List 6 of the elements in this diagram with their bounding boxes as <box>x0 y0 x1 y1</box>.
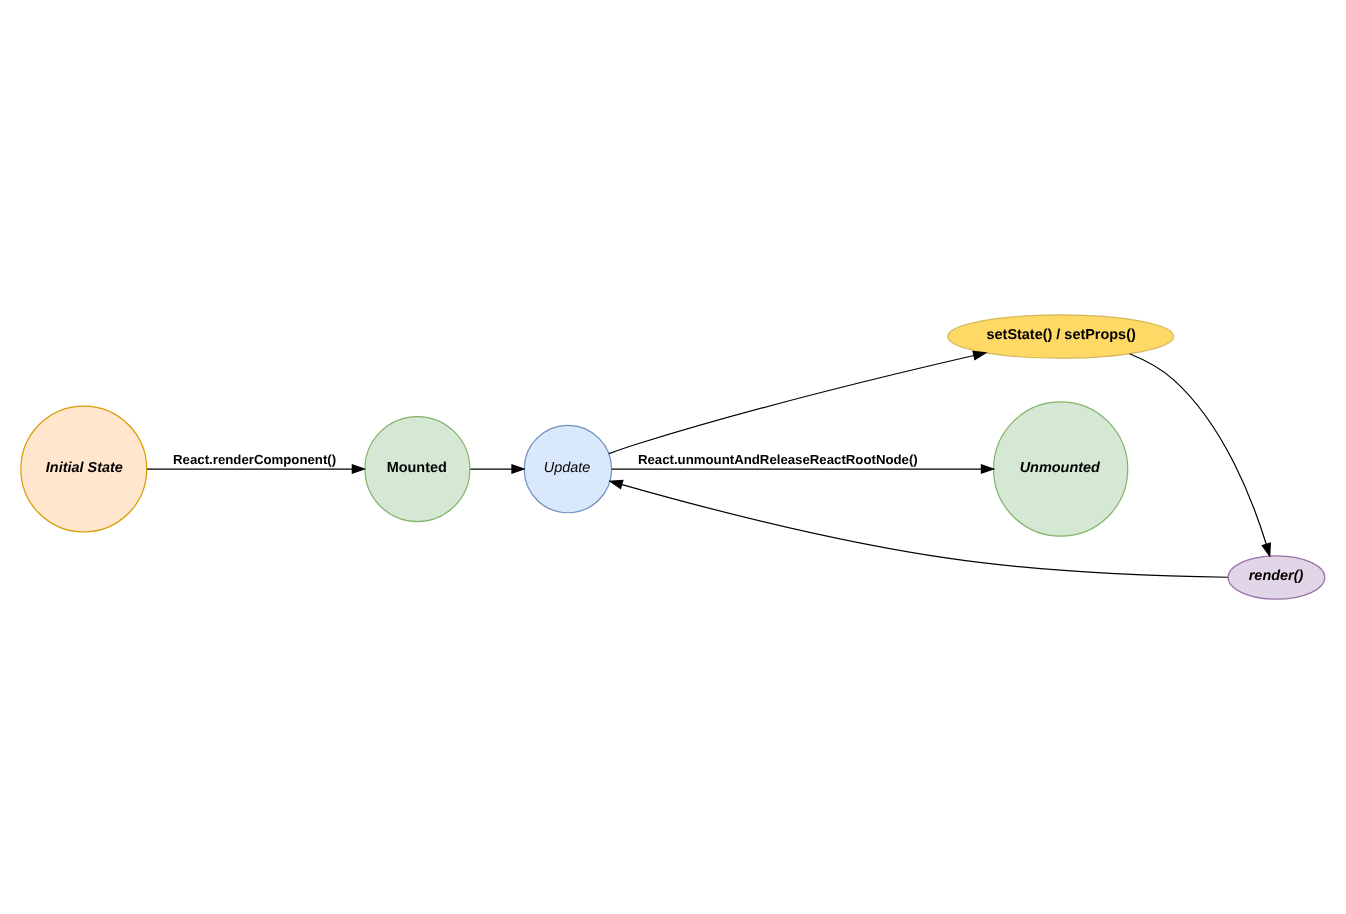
arrow <box>146 464 367 475</box>
arrow <box>1129 353 1271 558</box>
arrow <box>611 464 996 475</box>
arrow <box>608 350 988 455</box>
arrow <box>469 464 526 475</box>
arrow <box>608 479 1229 578</box>
